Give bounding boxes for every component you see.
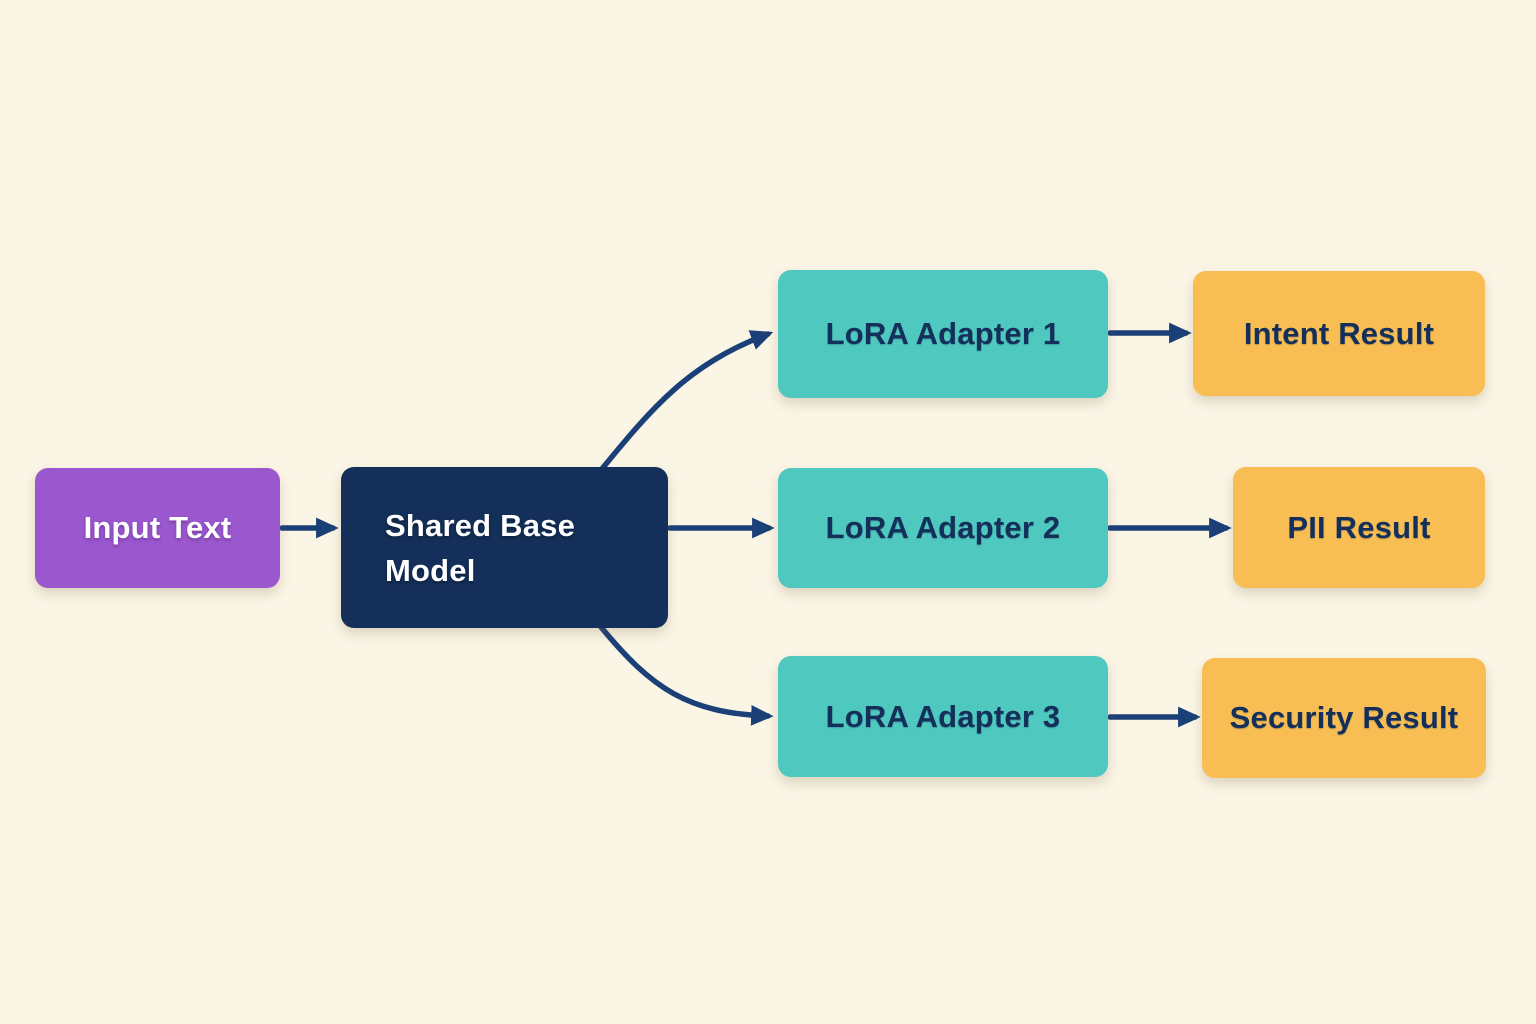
- node-security-result-label: Security Result: [1229, 700, 1459, 735]
- edge-base-to-lora1: [598, 330, 774, 473]
- node-lora-adapter-1: LoRA Adapter 1: [778, 270, 1108, 398]
- node-lora-adapter-2-label: LoRA Adapter 2: [825, 510, 1061, 545]
- node-lora-adapter-1-label: LoRA Adapter 1: [825, 316, 1061, 351]
- node-intent-result: Intent Result: [1193, 271, 1485, 396]
- node-pii-result-label: PII Result: [1287, 509, 1431, 545]
- node-lora-adapter-2: LoRA Adapter 2: [778, 468, 1108, 588]
- node-lora-adapter-3: LoRA Adapter 3: [778, 656, 1108, 777]
- node-pii-result: PII Result: [1233, 467, 1485, 588]
- edge-base-to-lora3: [598, 624, 774, 726]
- node-shared-base-model-label: Shared Base Model: [385, 507, 576, 588]
- node-intent-result-label: Intent Result: [1243, 315, 1435, 351]
- node-input-text-label: Input Text: [83, 510, 232, 545]
- node-input-text: Input Text: [35, 468, 280, 588]
- node-shared-base-model: Shared Base Model: [341, 467, 668, 628]
- node-security-result: Security Result: [1202, 658, 1486, 778]
- node-lora-adapter-3-label: LoRA Adapter 3: [825, 698, 1061, 734]
